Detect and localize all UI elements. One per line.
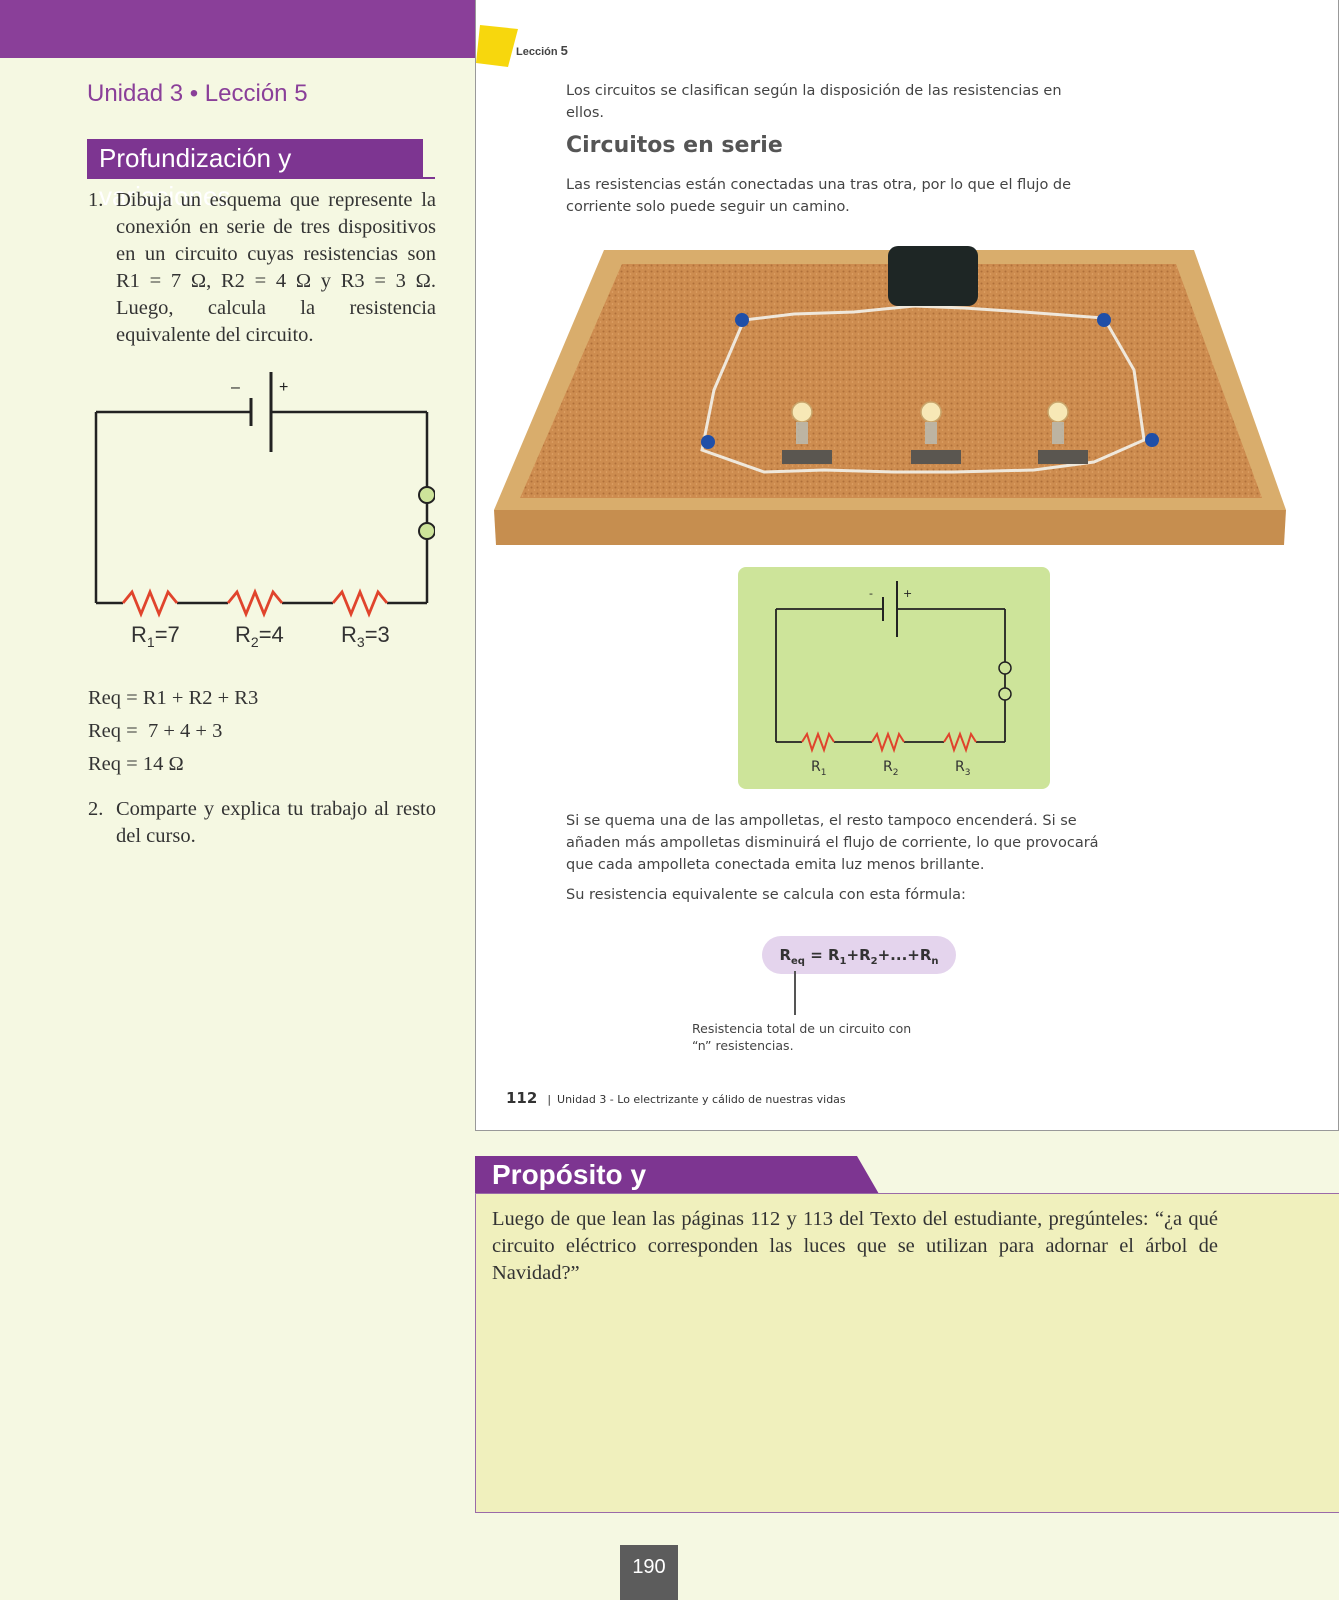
formula-pointer-line [794, 971, 796, 1015]
book-footer-unit: Unidad 3 - Lo electrizante y cálido de n… [557, 1093, 846, 1106]
resistor-1-icon [801, 731, 835, 754]
pushpin-icon [701, 313, 1159, 449]
series-description: Las resistencias están conectadas una tr… [566, 177, 1072, 215]
equivalent-resistance-formula: Req = R1+R2+...+Rn [762, 936, 956, 974]
calc-line-3: Req = 14 Ω [88, 753, 184, 775]
lesson-label: Lección 5 [516, 43, 568, 58]
recommendations-title: Propósito y recomendaciones [475, 1156, 879, 1194]
left-circuit-diagram: – + R1=7 R2=4 R3=3 [94, 372, 435, 650]
exercise-1-text: Dibuja un esquema que represente la cone… [116, 189, 436, 346]
exercise-1: 1. Dibuja un esquema que represente la c… [88, 187, 436, 349]
unit-lesson-heading: Unidad 3 • Lección 5 [87, 80, 308, 107]
resistor-1-label: R1 [811, 759, 826, 778]
switch-terminals-icon [418, 486, 435, 540]
resistor-1-label: R1=7 [131, 622, 180, 650]
recommendations-text: Luego de que lean las páginas 112 y 113 … [492, 1208, 1218, 1284]
exercise-2: 2. Comparte y explica tu trabajo al rest… [88, 796, 436, 850]
battery-plus-label: + [279, 379, 288, 396]
book-page-number: 112 [506, 1089, 538, 1107]
light-bulb-icon [782, 401, 1088, 464]
battery-icon [249, 372, 273, 452]
section-underline [87, 177, 435, 179]
battery-plus-label: + [903, 587, 912, 600]
resistor-3-icon [331, 588, 389, 618]
series-circuits-title: Circuitos en serie [566, 133, 783, 158]
deepening-section-title: Profundización y variaciones [87, 139, 423, 211]
exercise-1-number: 1. [88, 189, 104, 211]
battery-minus-label: – [231, 379, 240, 396]
top-header-bar [0, 0, 475, 58]
recommendations-box: Luego de que lean las páginas 112 y 113 … [475, 1193, 1339, 1513]
resistor-2-label: R2 [883, 759, 898, 778]
resistor-2-icon [871, 731, 905, 754]
resistor-2-label: R2=4 [235, 622, 284, 650]
cork-board-circuit-photo [494, 246, 1286, 545]
formula-intro: Su resistencia equivalente se calcula co… [566, 887, 966, 903]
calc-line-2: Req = 7 + 4 + 3 [88, 720, 223, 742]
resistor-3-label: R3=3 [341, 622, 390, 650]
battery-icon [888, 246, 978, 306]
book-page-footer: 112|Unidad 3 - Lo electrizante y cálido … [506, 1089, 846, 1107]
resistor-3-label: R3 [955, 759, 970, 778]
resistor-1-icon [121, 588, 179, 618]
formula-caption: Resistencia total de un circuito con “n”… [692, 1021, 912, 1053]
student-book-page: Lección 5 Los circuitos se clasifican se… [475, 0, 1339, 1131]
series-effects-text: Si se quema una de las ampolletas, el re… [566, 813, 1099, 873]
resistor-2-icon [226, 588, 284, 618]
exercise-2-number: 2. [88, 798, 104, 820]
switch-terminals-icon [998, 661, 1012, 701]
lesson-yellow-tag [476, 25, 518, 67]
page-number: 190 [620, 1545, 678, 1600]
resistor-3-icon [943, 731, 977, 754]
calc-line-1: Req = R1 + R2 + R3 [88, 687, 259, 709]
battery-icon [882, 581, 898, 637]
series-circuit-diagram: - + R1 R2 R3 [738, 567, 1050, 789]
battery-minus-label: - [869, 587, 873, 600]
exercise-2-text: Comparte y explica tu trabajo al resto d… [116, 798, 436, 847]
intro-text: Los circuitos se clasifican según la dis… [566, 83, 1062, 121]
